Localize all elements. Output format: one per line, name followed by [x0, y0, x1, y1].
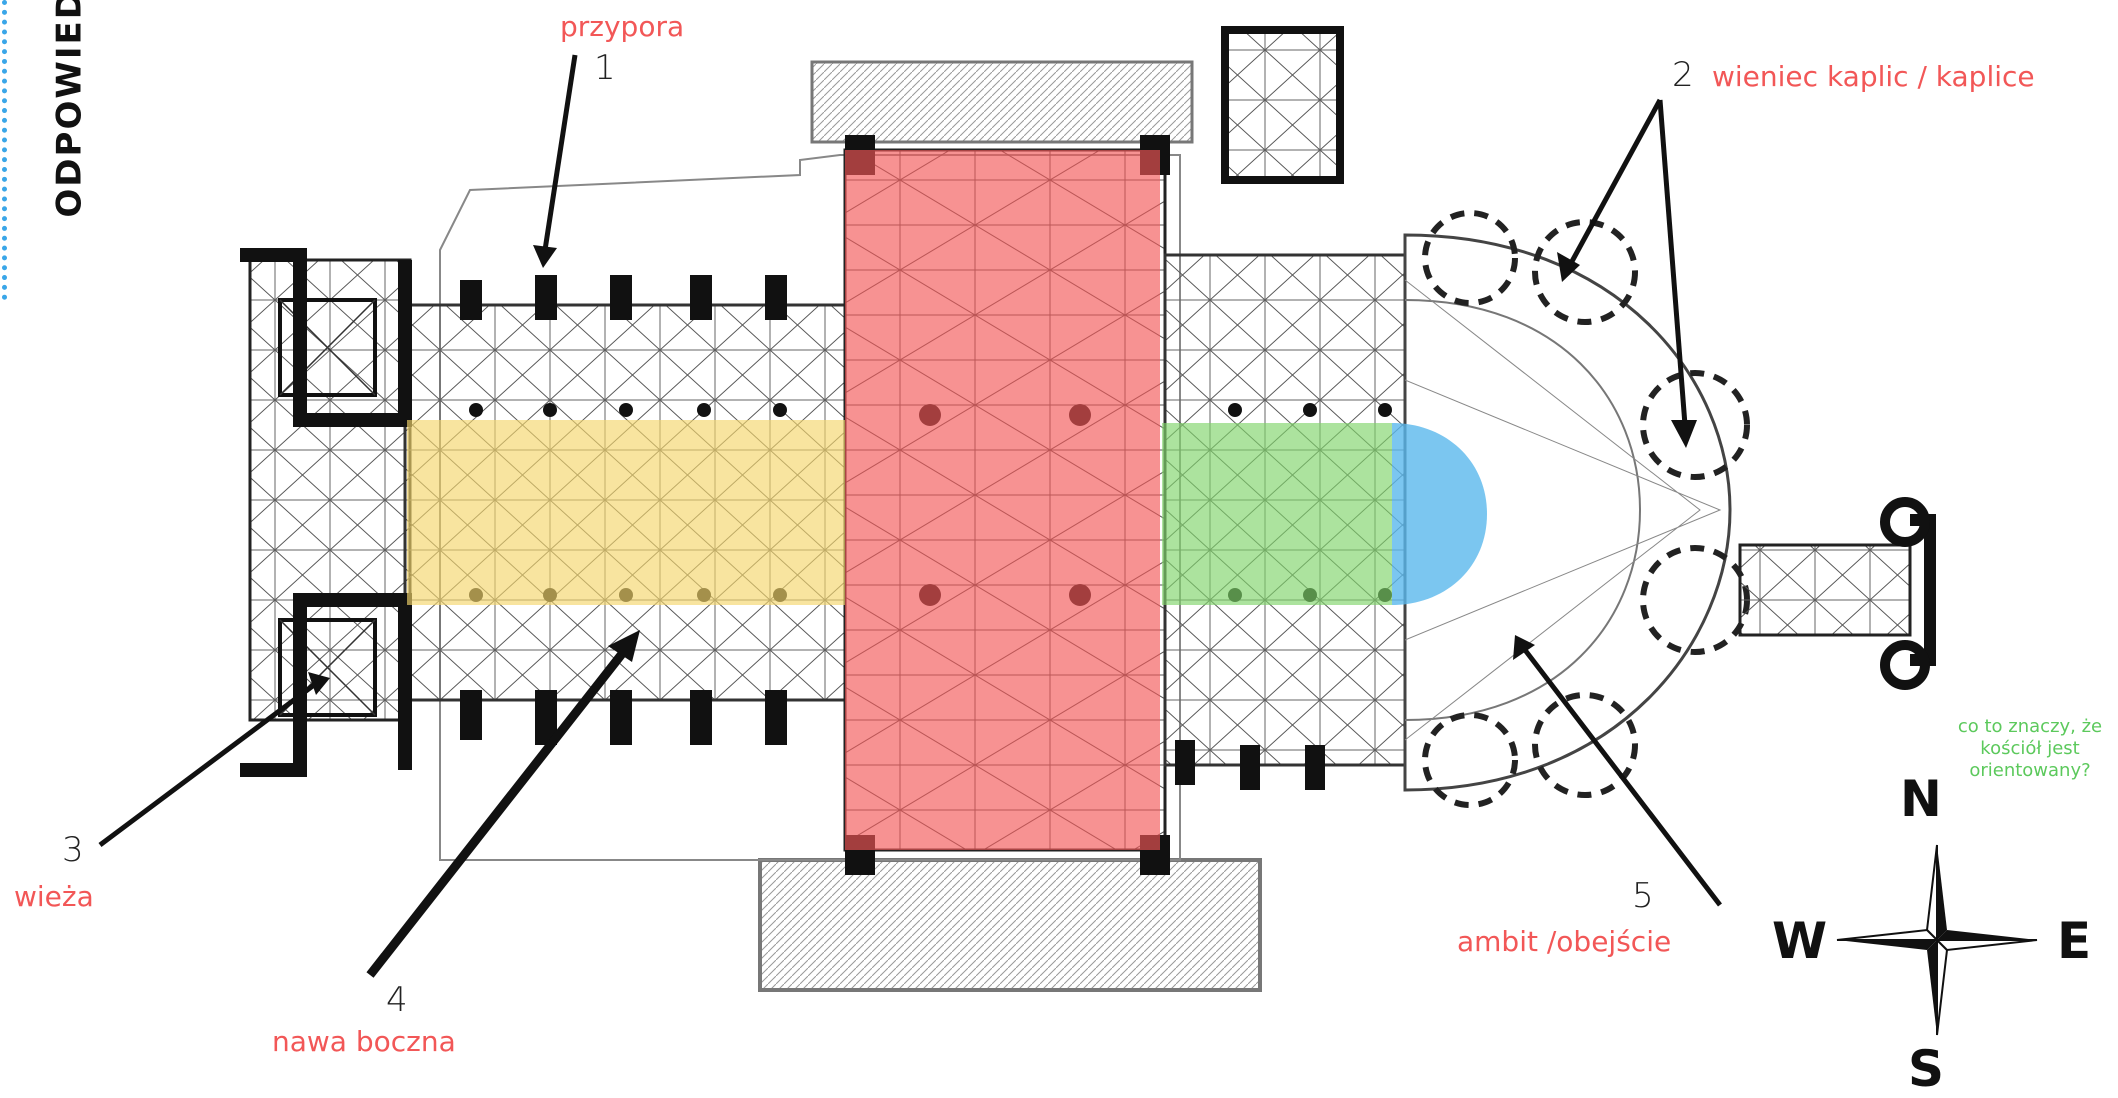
- chapel-6: [1422, 210, 1518, 306]
- label-buttress: przypora: [560, 10, 685, 43]
- north-porch: [810, 60, 1194, 144]
- compass-north: N: [1900, 770, 1942, 828]
- axial-chapel: [1738, 543, 1912, 637]
- sacristy: [1221, 26, 1344, 184]
- label-ambulatory: ambit /obejście: [1457, 925, 1672, 958]
- orientation-question: co to znaczy, że kościół jest orientowan…: [1957, 716, 2103, 781]
- south-tower: [278, 618, 377, 717]
- south-porch: [758, 858, 1262, 992]
- chapel-1: [1532, 219, 1638, 325]
- compass-east: E: [2057, 912, 2092, 970]
- compass-west: W: [1772, 912, 1828, 970]
- ambulatory: [1403, 233, 1732, 792]
- transept-highlight: [845, 150, 1160, 850]
- label-number-3: 3: [62, 830, 84, 870]
- chapel-5: [1422, 712, 1518, 808]
- chapel-4: [1532, 692, 1638, 798]
- outer-outline: [439, 154, 1181, 861]
- north-tower: [278, 298, 377, 397]
- compass-rose: [1836, 844, 2038, 1036]
- west-block: [248, 258, 412, 722]
- label-tower: wieża: [14, 880, 94, 913]
- chapel-2: [1640, 370, 1750, 480]
- label-number-4: 4: [386, 980, 408, 1020]
- dotted-divider: [2, 0, 11, 300]
- pointer-arrows: [98, 54, 1722, 978]
- label-number-2: 2: [1672, 55, 1694, 95]
- aisle-highlight: [407, 420, 845, 605]
- label-side-aisle: nawa boczna: [272, 1025, 456, 1058]
- tower-walls: [240, 248, 412, 777]
- compass-south: S: [1908, 1040, 1945, 1098]
- label-chapels: wieniec kaplic / kaplice: [1712, 60, 2035, 93]
- choir-highlight: [1162, 423, 1392, 605]
- label-number-5: 5: [1632, 876, 1654, 916]
- apse-highlight: [1392, 423, 1487, 605]
- label-number-1: 1: [594, 48, 616, 88]
